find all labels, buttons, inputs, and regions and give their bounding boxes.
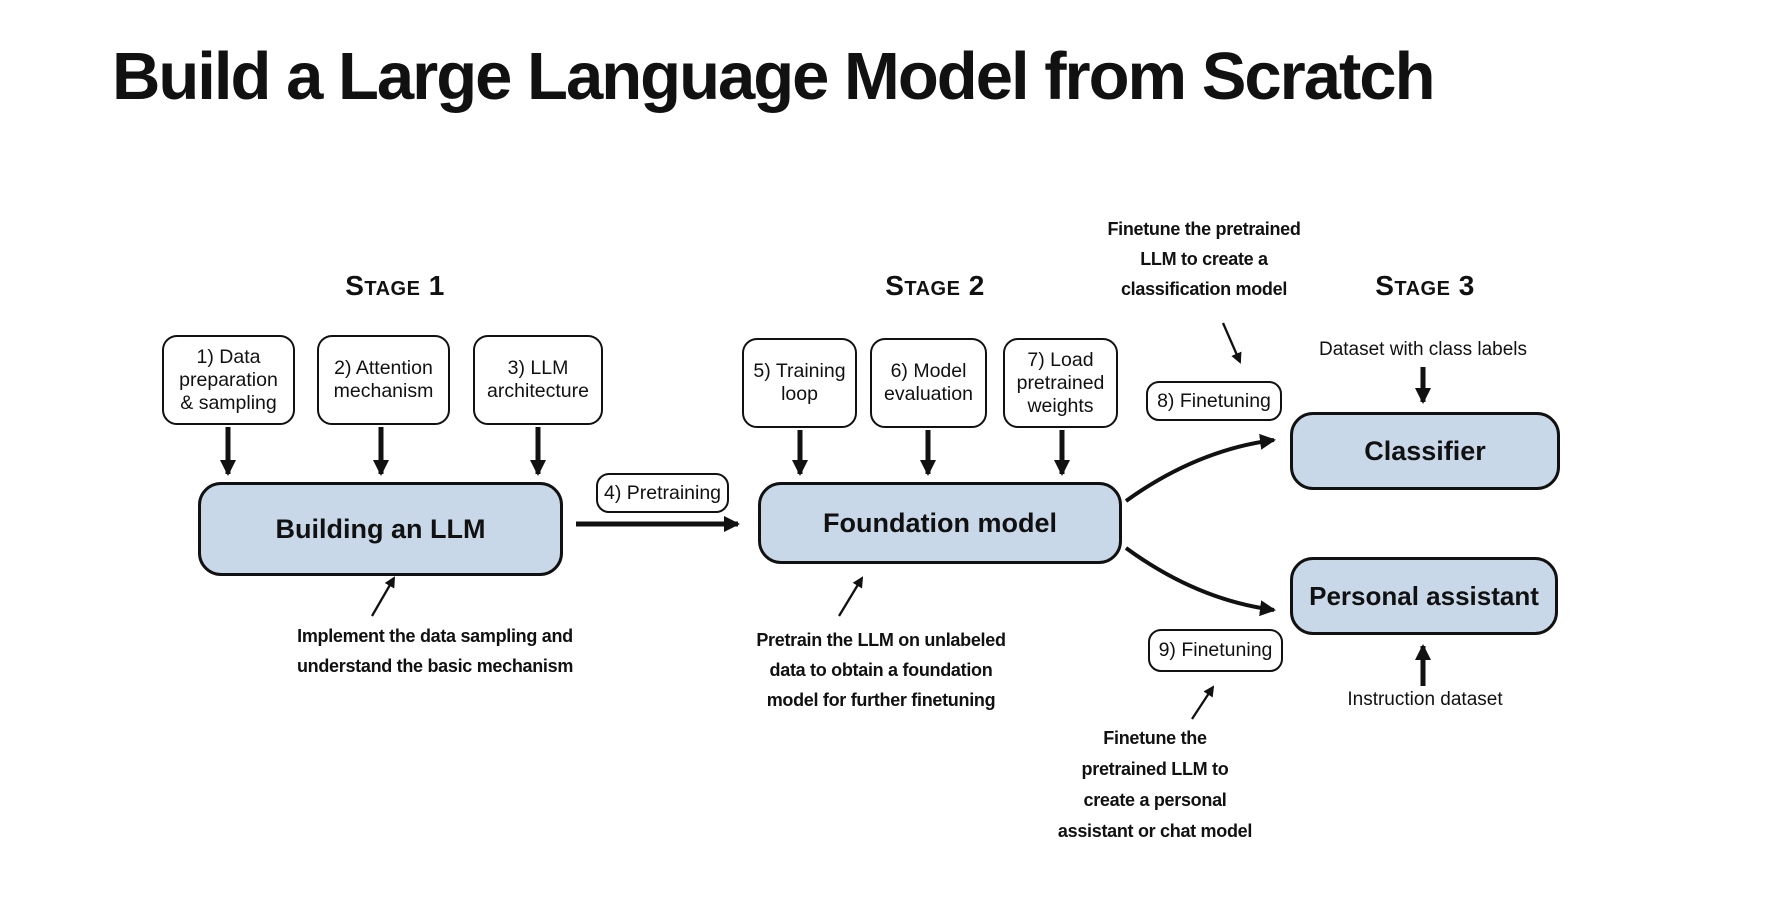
step-label-line: 4) Pretraining [603,481,722,504]
page-title: Build a Large Language Model from Scratc… [112,39,1435,114]
step-box-load-pretrained-weights: 7) Load pretrained weights [1003,338,1118,428]
step-label-line: & sampling [180,391,277,414]
personal-assistant-box: Personal assistant [1290,557,1558,635]
step-label-line: mechanism [333,380,434,402]
pointer-personal-annotation [1191,685,1215,720]
foundation-model-label: Foundation model [823,507,1057,538]
instruction-dataset-label: Instruction dataset [1347,689,1503,710]
step-box-attention-mechanism: 2) Attention mechanism [317,335,450,425]
step-label-line: 6) Model [890,360,967,382]
dataset-with-class-labels-label: Dataset with class labels [1318,339,1528,360]
step-label-line: architecture [487,380,589,402]
annotation-line: Pretrain the LLM on unlabeled [756,630,1006,650]
step-label-line: 9) Finetuning [1158,639,1273,661]
annotation-building: Implement the data sampling and understa… [275,621,595,681]
annotation-classification: Finetune the pretrained LLM to create a … [1044,214,1364,304]
step-label-line: evaluation [884,383,973,405]
stage-2-heading: Stage 2 [885,270,985,301]
annotation-line: assistant or chat model [1057,821,1253,841]
annotation-line: classification model [1120,279,1288,299]
pointer-foundation-annotation [838,576,864,617]
classifier-label: Classifier [1364,435,1486,466]
step-box-training-loop: 5) Training loop [742,338,857,428]
annotation-line: Implement the data sampling and [297,626,573,646]
annotation-line: create a personal [1083,790,1227,810]
step-box-finetuning-8: 8) Finetuning [1146,381,1282,421]
arrow-foundation-to-personal [1124,546,1276,617]
step-label-line: 1) Data [196,345,261,368]
step-label-line: loop [781,383,818,405]
step-label-line: 3) LLM [507,357,569,379]
annotation-line: understand the basic mechanism [296,656,574,676]
building-an-llm-label: Building an LLM [275,513,486,544]
stage-3-heading: Stage 3 [1375,270,1475,301]
foundation-model-box: Foundation model [758,482,1122,564]
step-label-line: pretrained [1016,371,1105,394]
step-box-data-preparation: 1) Data preparation & sampling [162,335,295,425]
annotation-line: Finetune the pretrained [1107,219,1301,239]
step-label-line: 2) Attention [334,357,433,379]
classifier-box: Classifier [1290,412,1560,490]
annotation-line: Finetune the [1103,728,1207,748]
pointer-building-annotation [371,576,396,617]
step-label-line: 8) Finetuning [1157,389,1271,412]
step-box-llm-architecture: 3) LLM architecture [473,335,603,425]
step-label-line: 5) Training [753,360,846,382]
step-label-line: preparation [179,368,278,391]
arrow-foundation-to-classifier [1124,433,1276,503]
stage-1-heading: Stage 1 [345,270,445,301]
step-label-line: weights [1027,394,1094,417]
annotation-line: data to obtain a foundation [769,660,993,680]
step-label-line: 7) Load [1027,348,1094,371]
personal-assistant-label: Personal assistant [1309,580,1539,611]
annotation-personal: Finetune the pretrained LLM to create a … [1005,723,1305,847]
annotation-line: pretrained LLM to [1081,759,1229,779]
pointer-classification-annotation [1221,322,1242,364]
step-box-finetuning-9: 9) Finetuning [1148,629,1283,672]
annotation-foundation: Pretrain the LLM on unlabeled data to ob… [721,625,1041,715]
step-box-model-evaluation: 6) Model evaluation [870,338,987,428]
step-box-pretraining: 4) Pretraining [596,473,729,513]
building-an-llm-box: Building an LLM [198,482,563,576]
annotation-line: LLM to create a [1140,249,1268,269]
annotation-line: model for further finetuning [766,690,996,710]
